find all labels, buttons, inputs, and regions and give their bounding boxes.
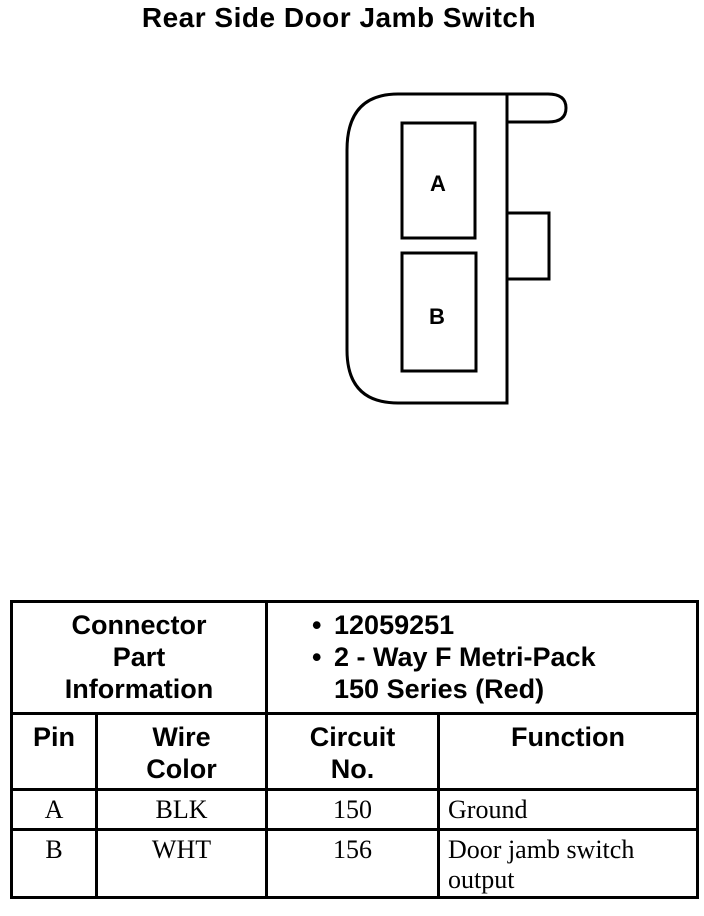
connector-side-key [507,211,551,281]
cavity-b [400,251,478,373]
diagram-title: Rear Side Door Jamb Switch [141,2,537,33]
row-a-function: Ground [437,788,700,831]
row-b-circuit: 156 [265,828,441,899]
part-type-line: •2 - Way F Metri-Pack [312,642,596,672]
row-b-pin: B [10,828,98,899]
part-number-line: •12059251 [312,610,455,640]
header-pin: Pin [10,712,98,791]
header-wire-color: Wire Color [94,712,269,791]
connector-housing [345,92,509,405]
row-a-circuit: 150 [265,788,441,831]
connector-info-table: Connector Part Information •12059251 •2 … [9,600,700,899]
part-info-label: Connector Part Information [9,600,269,715]
part-info-values: •12059251 •2 - Way F Metri-Pack 150 Seri… [265,600,700,715]
connector-face-diagram: A B [345,92,568,405]
part-number: 12059251 [334,610,455,640]
table-row: B WHT 156 Door jamb switch output [10,828,700,899]
part-series: 150 Series (Red) [334,674,545,704]
part-info-row: Connector Part Information •12059251 •2 … [9,600,700,715]
header-row: Pin Wire Color Circuit No. Function [10,712,700,791]
cavity-a-label: A [430,171,446,196]
cavity-a [400,121,477,240]
row-b-function: Door jamb switch output [437,828,700,899]
header-circuit-no: Circuit No. [265,712,441,791]
row-a-pin: A [10,788,98,831]
row-b-wire-color: WHT [94,828,269,899]
part-type: 2 - Way F Metri-Pack [334,642,596,672]
cavity-b-label: B [429,304,445,329]
connector-latch-tab [507,92,568,124]
header-function: Function [437,712,700,791]
row-a-wire-color: BLK [94,788,269,831]
table-row: A BLK 150 Ground [10,788,700,831]
